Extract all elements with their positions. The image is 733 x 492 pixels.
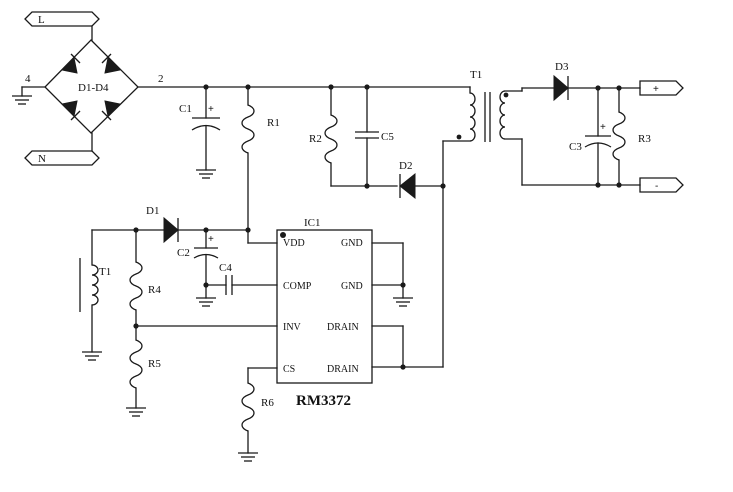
diode-d3: D3 <box>521 61 641 102</box>
capacitor-c1: + C1 <box>179 86 221 179</box>
drain-net <box>371 325 444 370</box>
c3-label: C3 <box>569 141 582 153</box>
capacitor-c2: + C2 <box>177 229 219 299</box>
c5-label: C5 <box>381 131 394 143</box>
resistor-r3: R3 <box>612 87 651 186</box>
port-n: N <box>24 150 100 166</box>
bridge-diode-1 <box>60 53 81 74</box>
pin-inv: INV <box>283 322 302 333</box>
port-l: L <box>24 11 100 27</box>
r3-label: R3 <box>638 133 651 145</box>
pin-vdd: VDD <box>283 238 305 249</box>
bridge-rectifier: D1-D4 <box>44 25 139 152</box>
ground-c2 <box>196 297 216 307</box>
resistor-r2: R2 <box>309 86 338 187</box>
pin-drain-1: DRAIN <box>327 322 359 333</box>
port-plus-label: + <box>653 84 659 95</box>
pin-gnd-2: GND <box>341 281 363 292</box>
resistor-r6: R6 <box>238 367 278 462</box>
c4-label: C4 <box>219 262 232 274</box>
port-n-label: N <box>38 153 46 165</box>
pin-comp: COMP <box>283 281 312 292</box>
node-4-label: 4 <box>25 73 31 85</box>
capacitor-c3: + C3 <box>569 87 612 186</box>
r2-label: R2 <box>309 133 322 145</box>
bridge-diode-3 <box>60 100 81 121</box>
c2-label: C2 <box>177 247 190 259</box>
hv-bus: 2 <box>137 73 471 90</box>
d3-label: D3 <box>555 61 569 73</box>
r5-label: R5 <box>148 358 161 370</box>
c1-polarity: + <box>208 104 214 115</box>
t1-aux-label: T1 <box>99 266 111 278</box>
port-minus: - <box>639 177 684 193</box>
t1-main-label: T1 <box>470 69 482 81</box>
port-l-label: L <box>38 14 45 26</box>
resistor-r1: R1 <box>241 86 280 231</box>
resistor-r4: R4 <box>129 229 161 341</box>
d2-label: D2 <box>399 160 412 172</box>
capacitor-c5: C5 <box>355 86 394 187</box>
diode-d2: D2 <box>399 160 444 200</box>
r6-label: R6 <box>261 397 274 409</box>
ic-ground <box>371 242 413 307</box>
aux-winding-t1: T1 <box>79 229 165 361</box>
transformer-t1: T1 <box>440 69 523 368</box>
pin-cs: CS <box>283 364 295 375</box>
bridge-label: D1-D4 <box>78 82 109 94</box>
bridge-diode-4 <box>101 100 122 121</box>
ic1-ref-label: IC1 <box>304 217 321 229</box>
c1-label: C1 <box>179 103 192 115</box>
port-plus: + <box>639 80 684 96</box>
ic1-part-label: RM3372 <box>296 393 351 409</box>
d1-label: D1 <box>146 205 159 217</box>
c3-polarity: + <box>600 122 606 133</box>
pin-drain-2: DRAIN <box>327 364 359 375</box>
node-4-ground: 4 <box>12 73 46 105</box>
ic1-rm3372: IC1 RM3372 VDD COMP INV CS GND GND DRAIN… <box>276 217 373 409</box>
diode-d1: D1 <box>146 205 249 244</box>
resistor-r5: R5 <box>126 339 161 417</box>
node-2-label: 2 <box>158 73 164 85</box>
r4-label: R4 <box>148 284 161 296</box>
capacitor-c4: C4 <box>205 262 278 295</box>
pin-gnd-1: GND <box>341 238 363 249</box>
r1-label: R1 <box>267 117 280 129</box>
port-minus-label: - <box>655 181 658 192</box>
bridge-diode-2 <box>101 53 122 74</box>
c2-polarity: + <box>208 234 214 245</box>
